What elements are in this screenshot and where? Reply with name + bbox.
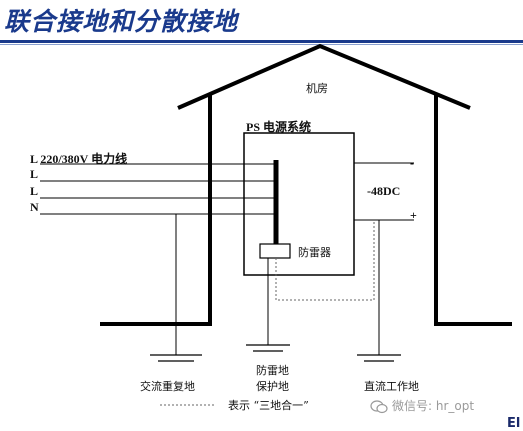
legend-text: 表示 “三地合一” [228,399,309,412]
title-underline-secondary [0,44,523,45]
watermark-text: 微信号: hr_opt [392,399,475,413]
corner-logo-fragment: El [507,416,521,431]
page-title: 联合接地和分散接地 [4,7,239,36]
lightning-ground-label: 防雷地 [256,364,289,377]
lightning-ground-symbol [246,344,290,352]
dc-plus-sign: + [410,208,417,222]
line-l3-label: L [30,184,39,198]
wechat-watermark: 微信号: hr_opt [370,397,474,414]
dc-minus-sign: - [410,156,414,170]
ac-ground-symbol [150,354,202,362]
dc-work-ground-label: 直流工作地 [364,380,419,393]
dc-ground-symbol [357,354,401,362]
line-l2-label: L [30,167,39,181]
surge-protector-label: 防雷器 [298,246,331,259]
line-l220-label: L 220/380V 电力线 [30,152,128,166]
ps-power-box [243,132,355,276]
dotted-bond-left [275,220,375,301]
surge-protector-box [259,243,291,259]
dc-voltage-label: -48DC [367,184,401,198]
roof-outline [177,43,471,110]
ac-ground-label: 交流重复地 [140,380,195,393]
machine-room-label: 机房 [306,82,328,95]
wechat-icon [370,399,388,413]
ps-power-system-label: PS 电源系统 [246,120,312,134]
protection-ground-label: 保护地 [256,380,289,393]
line-n-label: N [30,200,39,214]
title-underline [0,40,523,43]
